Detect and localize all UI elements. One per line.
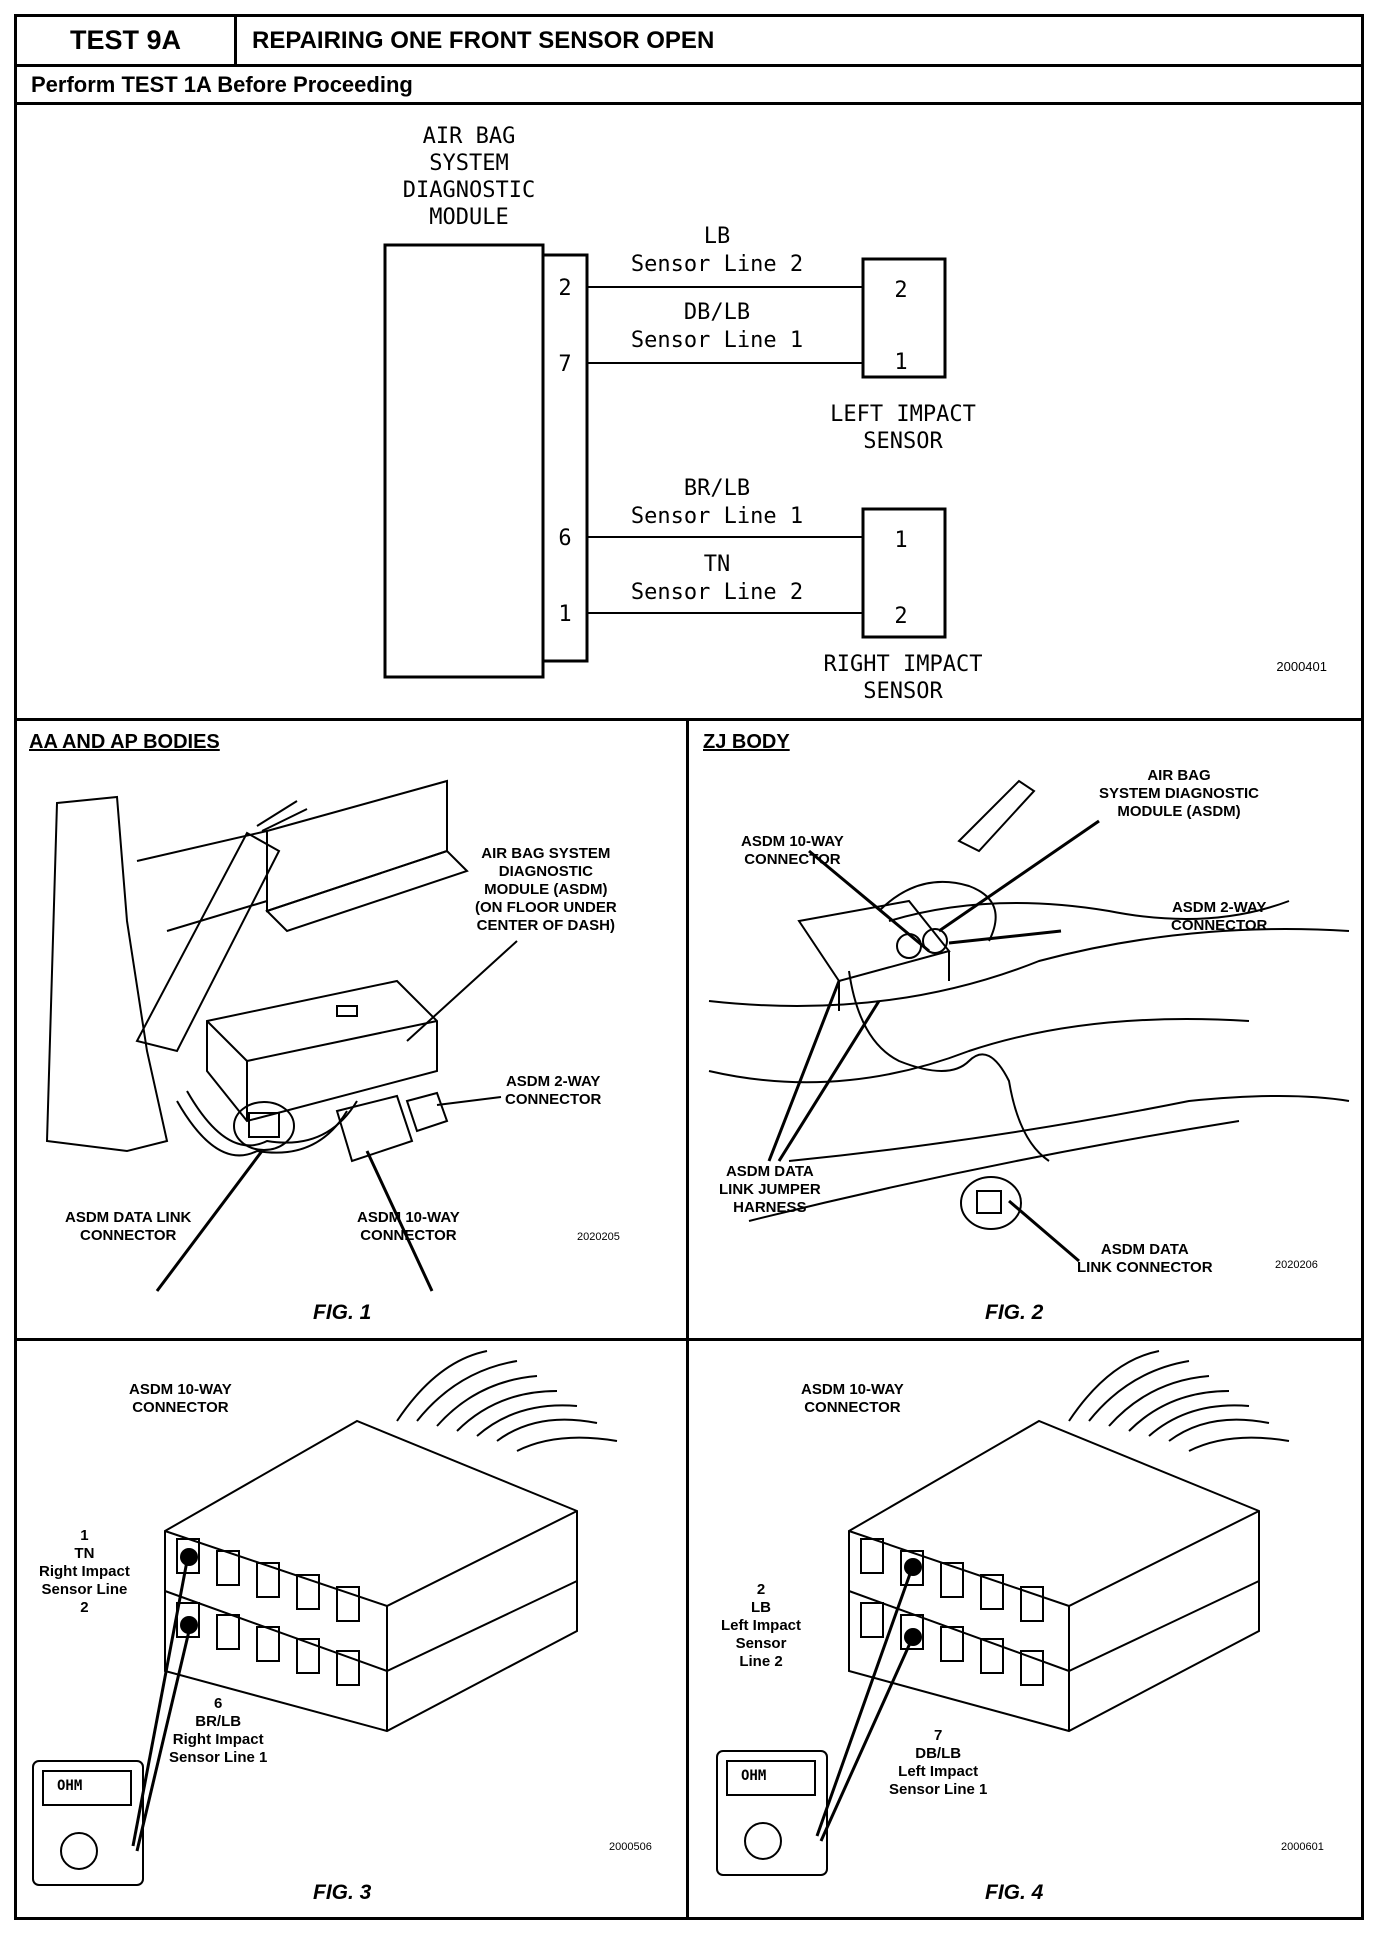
- right-sensor-label-1: RIGHT IMPACT: [824, 652, 983, 677]
- fig3-meter-display: OHM: [57, 1778, 83, 1794]
- fig1-caption: FIG. 1: [313, 1301, 372, 1324]
- prerequisite: Perform TEST 1A Before Proceeding: [17, 67, 1361, 105]
- wire-1-color: LB: [704, 224, 731, 249]
- schematic-panel: AIR BAG SYSTEM DIAGNOSTIC MODULE 2 7 6 1…: [17, 105, 1361, 721]
- fig3-code: 2000506: [609, 1841, 652, 1853]
- fig1-illustration: [45, 779, 518, 1292]
- pin-1: 1: [558, 602, 571, 627]
- schematic-code: 2000401: [1276, 659, 1327, 674]
- pin-6: 6: [558, 526, 571, 551]
- module-label-4: MODULE: [429, 205, 508, 230]
- fig3-caption: FIG. 3: [313, 1881, 372, 1904]
- fig2-code: 2020206: [1275, 1259, 1318, 1271]
- right-sensor-pin-2: 2: [894, 604, 907, 629]
- left-sensor-label-2: SENSOR: [863, 429, 943, 454]
- fig3-illustration: [32, 1350, 618, 1886]
- wire-2-color: DB/LB: [684, 300, 750, 325]
- test-id: TEST 9A: [17, 17, 237, 64]
- fig2-panel: ZJ BODY: [689, 721, 1361, 1341]
- wire-2-name: Sensor Line 1: [631, 328, 803, 353]
- fig2-title: ZJ BODY: [703, 731, 790, 753]
- left-sensor-label-1: LEFT IMPACT: [830, 402, 976, 427]
- fig4-caption: FIG. 4: [985, 1881, 1044, 1904]
- fig2-illustration: [708, 779, 1350, 1263]
- fig1-code: 2020205: [577, 1231, 620, 1243]
- wire-3-name: Sensor Line 1: [631, 504, 803, 529]
- fig4-code: 2000601: [1281, 1841, 1324, 1853]
- module-label-1: AIR BAG: [423, 124, 516, 149]
- pin-2: 2: [558, 276, 571, 301]
- module-label-3: DIAGNOSTIC: [403, 178, 535, 203]
- right-sensor-label-2: SENSOR: [863, 679, 943, 704]
- wire-4-color: TN: [704, 552, 731, 577]
- schematic-diagram: AIR BAG SYSTEM DIAGNOSTIC MODULE 2 7 6 1…: [383, 124, 1327, 704]
- pin-7: 7: [558, 352, 571, 377]
- test-page: TEST 9A REPAIRING ONE FRONT SENSOR OPEN …: [14, 14, 1364, 1920]
- fig1-panel: AA AND AP BODIES: [17, 721, 689, 1341]
- module-label-2: SYSTEM: [429, 151, 508, 176]
- fig4-illustration: [716, 1350, 1290, 1876]
- left-sensor-pin-1: 1: [894, 350, 907, 375]
- left-sensor-pin-2: 2: [894, 278, 907, 303]
- fig1-title: AA AND AP BODIES: [29, 731, 220, 753]
- test-title: REPAIRING ONE FRONT SENSOR OPEN: [252, 26, 715, 54]
- fig4-meter-display: OHM: [741, 1768, 767, 1784]
- wire-4-name: Sensor Line 2: [631, 580, 803, 605]
- right-sensor-pin-1: 1: [894, 528, 907, 553]
- header-row: TEST 9A REPAIRING ONE FRONT SENSOR OPEN: [17, 17, 1361, 67]
- fig2-caption: FIG. 2: [985, 1301, 1044, 1324]
- wire-1-name: Sensor Line 2: [631, 252, 803, 277]
- wire-3-color: BR/LB: [684, 476, 750, 501]
